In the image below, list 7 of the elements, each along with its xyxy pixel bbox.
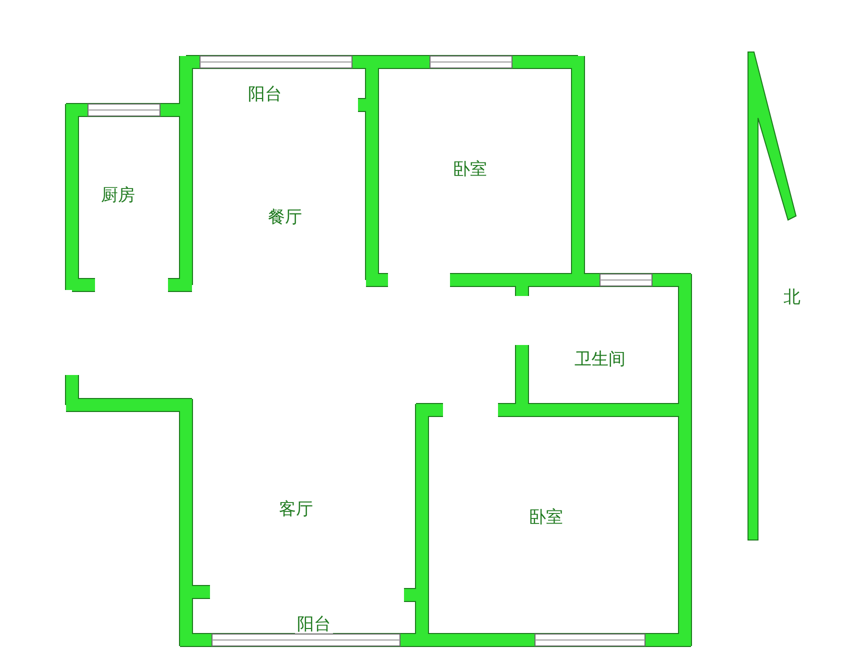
room-label: 餐厅 bbox=[266, 210, 304, 226]
room-label: 厨房 bbox=[99, 188, 137, 204]
room-label: 客厅 bbox=[277, 502, 315, 518]
room-label: 卧室 bbox=[527, 510, 565, 526]
room-label: 卧室 bbox=[451, 162, 489, 178]
compass-label: 北 bbox=[782, 290, 802, 306]
room-label: 阳台 bbox=[295, 616, 333, 634]
